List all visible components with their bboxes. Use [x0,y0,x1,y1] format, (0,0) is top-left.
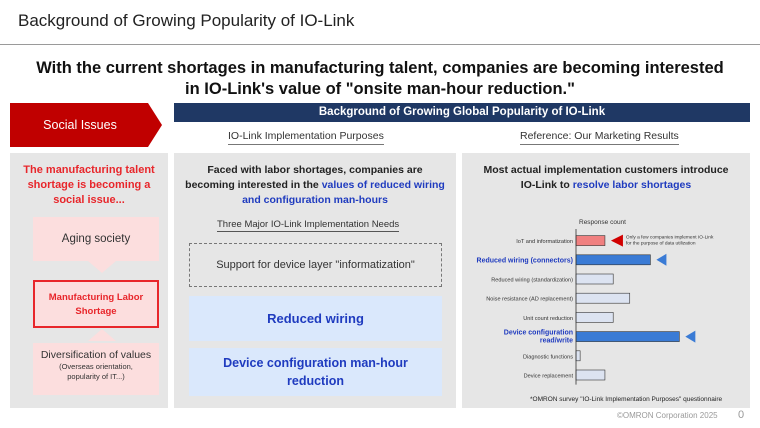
chart-annotation: Only a few companies implement IO-Link [626,235,714,241]
chart-category-label: Device configuration [504,330,573,337]
social-heading-line-3: social issue... [53,194,125,206]
purposes-heading: Faced with labor shortages, companies ar… [174,163,456,208]
chart-bar [575,350,581,362]
chart-annotation: for the purpose of data utilization [626,241,696,247]
survey-note: *OMRON survey "IO-Link Implementation Pu… [530,396,723,403]
chart-bar [575,331,680,342]
up-arrow-icon [88,329,116,341]
social-heading-line-1: The manufacturing talent [23,164,155,176]
headline: With the current shortages in manufactur… [0,58,760,100]
purposes-subheading: IO-Link Implementation Purposes [228,130,384,145]
chart-category-label: Device replacement [524,374,574,380]
reference-heading-line-2: IO-Link to resolve labor shortages [462,178,750,193]
chart-title: Response count [579,219,626,226]
chart-bar [575,292,631,304]
chart-category-label: Unit count reduction [523,316,573,322]
need-device-configuration: Device configuration man-hour reduction [189,348,442,396]
chart-category-label: Reduced wiring (connectors) [477,257,573,264]
purposes-heading-line-3: and configuration man-hours [242,194,388,206]
red-pointer-icon [610,234,623,247]
social-issues-heading: The manufacturing talent shortage is bec… [10,163,168,208]
social-heading-line-2: shortage is becoming a [27,179,151,191]
down-arrow-icon [88,261,116,273]
reference-panel: Most actual implementation customers int… [462,153,750,408]
need-informatization: Support for device layer "informatizatio… [189,243,442,287]
reference-heading-highlight: resolve labor shortages [572,179,692,191]
social-issues-label: Social Issues [43,118,117,132]
headline-line-1: With the current shortages in manufactur… [36,59,724,77]
divers-line-1: Diversification of values [40,349,152,361]
need-3-line-1: Device configuration man-hour [223,356,408,370]
social-issues-tab: Social Issues [10,103,162,147]
social-issues-arrow-shape [10,103,162,147]
aging-society-box: Aging society [33,217,159,261]
purposes-panel: Faced with labor shortages, companies ar… [174,153,456,408]
chart-category-label: Diagnostic functions [523,354,573,360]
blue-pointer-icon [685,330,696,343]
reference-subheading: Reference: Our Marketing Results [520,130,679,145]
title-divider [0,44,760,45]
needs-title: Three Major IO-Link Implementation Needs [217,219,400,232]
purposes-heading-line-1: Faced with labor shortages, companies ar… [207,164,423,176]
chart-category-label: read/write [540,338,573,345]
chart-bar [575,273,614,285]
diversification-box: Diversification of values (Overseas orie… [33,343,159,395]
mfg-line-1: Manufacturing Labor [48,292,144,303]
chart-bar [575,369,606,381]
chart-category-label: IoT and informatization [516,239,573,245]
purposes-heading-plain: becoming interested in the [185,179,322,191]
reference-heading-line-1: Most actual implementation customers int… [483,164,729,176]
copyright: ©OMRON Corporation 2025 [617,411,718,420]
reference-heading-plain: IO-Link to [520,179,573,191]
page-title: Background of Growing Popularity of IO-L… [18,11,355,30]
background-header: Background of Growing Global Popularity … [174,103,750,122]
reference-heading: Most actual implementation customers int… [462,163,750,193]
divers-line-3: popularity of IT...) [67,372,125,381]
chart-bar [575,312,614,323]
mfg-line-2: Shortage [75,306,117,317]
purposes-heading-line-2: becoming interested in the values of red… [174,178,456,193]
manufacturing-labor-shortage-box: Manufacturing Labor Shortage [33,280,159,328]
need-reduced-wiring: Reduced wiring [189,296,442,341]
chart-bar [575,235,606,246]
chart-category-label: Reduced wiring (standardization) [491,278,573,284]
social-issues-panel: The manufacturing talent shortage is bec… [10,153,168,408]
page-number: 0 [738,409,745,421]
purposes-heading-highlight: values of reduced wiring [321,179,445,191]
headline-line-2: in IO-Link's value of "onsite man-hour r… [185,80,575,98]
divers-line-2: (Overseas orientation, [59,362,133,371]
chart-category-label: Noise resistance (AD replacement) [486,297,573,303]
blue-pointer-icon [656,253,667,266]
chart-bar [575,254,651,266]
need-3-line-2: reduction [287,374,344,388]
